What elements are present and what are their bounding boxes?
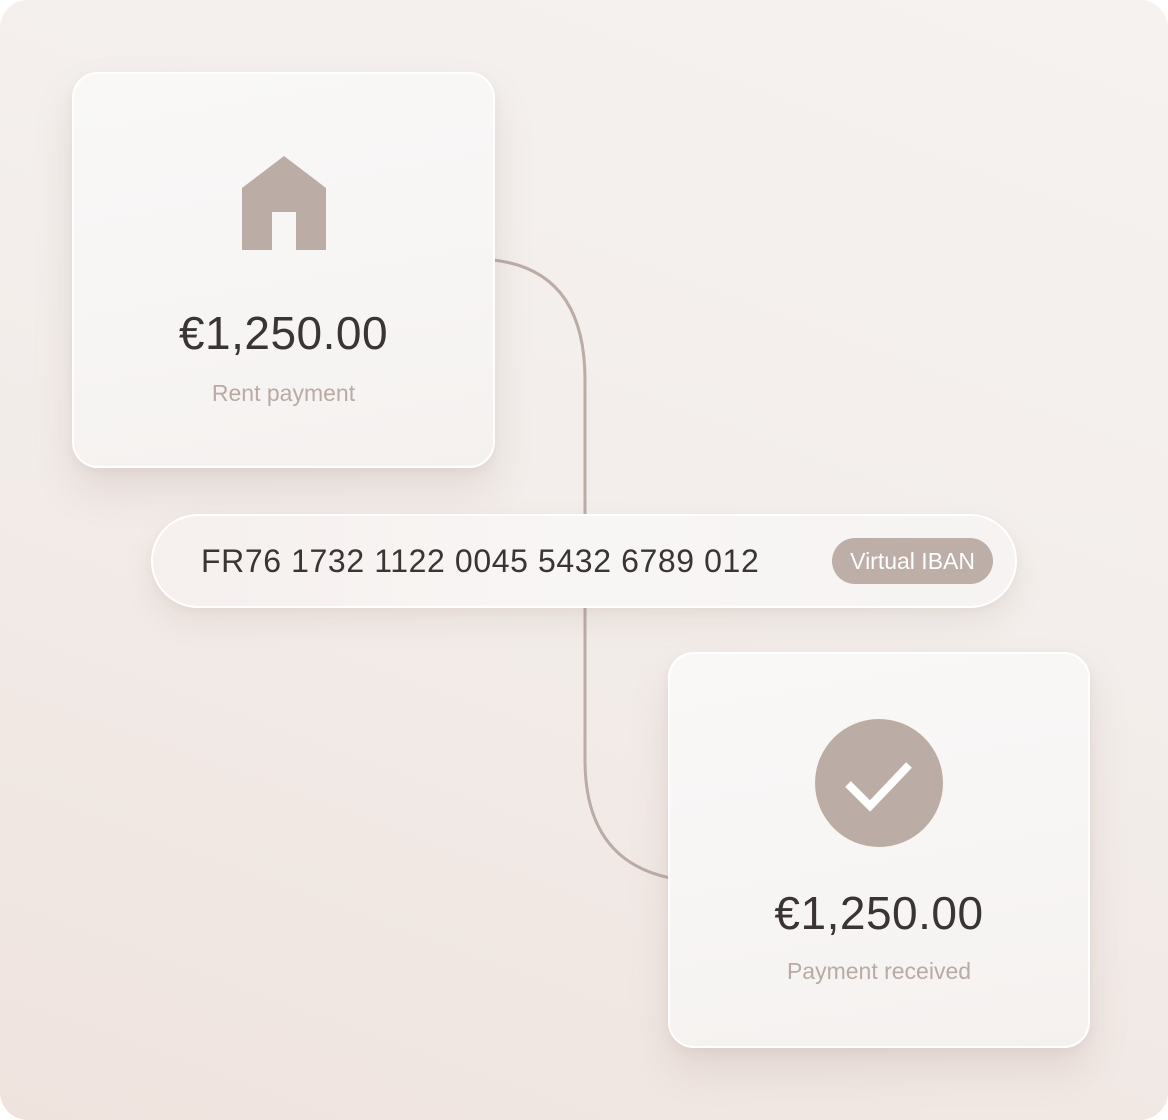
received-amount: €1,250.00: [774, 887, 984, 939]
house-icon: [241, 156, 326, 250]
rent-payment-label: Rent payment: [211, 380, 356, 406]
payment-received-label: Payment received: [786, 958, 972, 984]
virtual-iban-badge: Virtual IBAN: [832, 538, 993, 584]
payment-received-card: €1,250.00 Payment received: [668, 652, 1090, 1048]
rent-amount: €1,250.00: [178, 307, 389, 359]
check-circle-icon: [815, 719, 943, 847]
iban-bar: FR76 1732 1122 0045 5432 6789 012 Virtua…: [151, 514, 1017, 608]
rent-payment-card: €1,250.00 Rent payment: [72, 72, 495, 468]
iban-number: FR76 1732 1122 0045 5432 6789 012: [201, 542, 760, 579]
